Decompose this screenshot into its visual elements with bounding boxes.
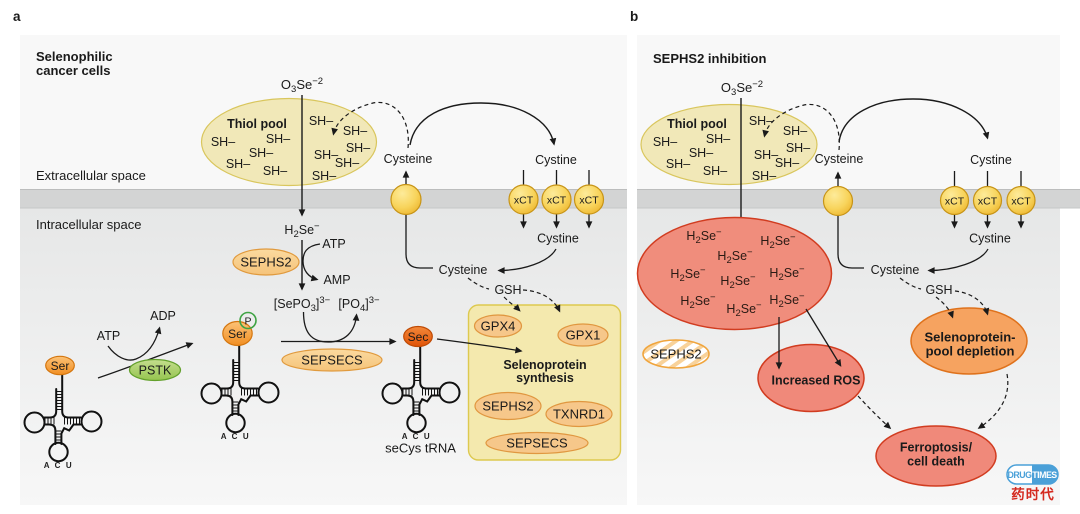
svg-text:Cysteine: Cysteine <box>439 263 488 277</box>
svg-text:P: P <box>244 316 251 328</box>
svg-text:xCT: xCT <box>978 196 998 208</box>
svg-text:Selenoprotein: Selenoprotein <box>503 358 586 372</box>
svg-text:H2Se−: H2Se− <box>686 227 722 246</box>
svg-text:SH–: SH– <box>226 157 250 171</box>
svg-text:SH–: SH– <box>343 124 367 138</box>
svg-text:synthesis: synthesis <box>516 371 574 385</box>
svg-text:Ferroptosis/: Ferroptosis/ <box>900 441 973 455</box>
svg-text:SH–: SH– <box>783 124 807 138</box>
svg-text:seCys tRNA: seCys tRNA <box>385 441 456 456</box>
svg-text:H2Se−: H2Se− <box>284 221 320 240</box>
svg-text:SEPHS2: SEPHS2 <box>650 347 701 362</box>
svg-text:A C U: A C U <box>44 461 73 470</box>
svg-text:[SePO3]3−: [SePO3]3− <box>274 295 331 314</box>
svg-text:ATP: ATP <box>322 237 345 251</box>
svg-text:ATP: ATP <box>97 329 120 343</box>
svg-text:SH–: SH– <box>754 148 778 162</box>
svg-text:AMP: AMP <box>323 273 350 287</box>
svg-text:SH–: SH– <box>752 169 776 183</box>
svg-text:H2Se−: H2Se− <box>726 300 762 319</box>
svg-text:GSH: GSH <box>494 283 521 297</box>
svg-text:SEPSECS: SEPSECS <box>301 353 363 368</box>
svg-text:Cysteine: Cysteine <box>871 263 920 277</box>
svg-text:SEPHS2: SEPHS2 <box>240 255 291 270</box>
svg-text:H2Se−: H2Se− <box>680 292 716 311</box>
svg-text:SH–: SH– <box>346 141 370 155</box>
svg-text:Intracellular space: Intracellular space <box>36 217 142 232</box>
svg-text:xCT: xCT <box>945 196 965 208</box>
svg-text:SH–: SH– <box>703 164 727 178</box>
svg-text:Cysteine: Cysteine <box>384 152 433 166</box>
svg-text:Selenophilic: Selenophilic <box>36 49 113 64</box>
svg-text:SH–: SH– <box>653 135 677 149</box>
svg-text:H2Se−: H2Se− <box>717 247 753 266</box>
svg-text:a: a <box>13 9 21 24</box>
svg-text:DRUG: DRUG <box>1008 470 1033 480</box>
svg-text:SH–: SH– <box>335 156 359 170</box>
svg-text:TXNRD1: TXNRD1 <box>553 407 605 422</box>
svg-text:Cystine: Cystine <box>969 232 1011 246</box>
svg-text:SH–: SH– <box>706 132 730 146</box>
svg-text:SEPHS2: SEPHS2 <box>482 399 533 414</box>
svg-text:SH–: SH– <box>749 114 773 128</box>
svg-text:H2Se−: H2Se− <box>670 265 706 284</box>
svg-text:H2Se−: H2Se− <box>769 264 805 283</box>
svg-text:ADP: ADP <box>150 309 176 323</box>
svg-text:H2Se−: H2Se− <box>760 232 796 251</box>
svg-text:SH–: SH– <box>775 156 799 170</box>
svg-text:Increased ROS: Increased ROS <box>772 374 861 388</box>
svg-text:GPX4: GPX4 <box>481 319 516 334</box>
svg-text:Cystine: Cystine <box>537 232 579 246</box>
svg-text:Thiol pool: Thiol pool <box>667 117 727 131</box>
svg-text:TIMES: TIMES <box>1032 470 1057 480</box>
svg-text:SH–: SH– <box>314 148 338 162</box>
svg-text:SEPHS2 inhibition: SEPHS2 inhibition <box>653 51 766 66</box>
svg-text:药时代: 药时代 <box>1011 486 1055 502</box>
svg-text:SH–: SH– <box>666 157 690 171</box>
svg-text:Cysteine: Cysteine <box>815 152 864 166</box>
svg-text:cancer cells: cancer cells <box>36 63 110 78</box>
svg-text:xCT: xCT <box>514 195 534 207</box>
svg-text:Cystine: Cystine <box>970 153 1012 167</box>
svg-text:SH–: SH– <box>263 164 287 178</box>
svg-text:pool depletion: pool depletion <box>926 344 1015 359</box>
svg-text:SH–: SH– <box>786 141 810 155</box>
svg-text:PSTK: PSTK <box>139 364 172 378</box>
svg-text:GSH: GSH <box>925 283 952 297</box>
svg-text:SH–: SH– <box>689 146 713 160</box>
svg-text:b: b <box>630 9 638 24</box>
svg-text:SH–: SH– <box>249 146 273 160</box>
svg-text:Extracellular space: Extracellular space <box>36 168 146 183</box>
svg-text:Ser: Ser <box>228 327 247 341</box>
svg-text:SH–: SH– <box>266 132 290 146</box>
svg-text:Selenoprotein-: Selenoprotein- <box>924 330 1015 345</box>
svg-text:Cystine: Cystine <box>535 153 577 167</box>
svg-text:SH–: SH– <box>312 169 336 183</box>
svg-text:H2Se−: H2Se− <box>769 291 805 310</box>
svg-text:xCT: xCT <box>1011 196 1031 208</box>
svg-text:Thiol pool: Thiol pool <box>227 117 287 131</box>
svg-text:cell death: cell death <box>907 455 965 469</box>
svg-text:xCT: xCT <box>547 195 567 207</box>
svg-text:SH–: SH– <box>309 114 333 128</box>
svg-text:Sec: Sec <box>408 330 429 344</box>
svg-text:SEPSECS: SEPSECS <box>506 436 568 451</box>
svg-text:GPX1: GPX1 <box>566 328 601 343</box>
svg-text:Ser: Ser <box>51 359 70 373</box>
svg-text:H2Se−: H2Se− <box>720 272 756 291</box>
svg-text:xCT: xCT <box>579 195 599 207</box>
svg-text:SH–: SH– <box>211 135 235 149</box>
